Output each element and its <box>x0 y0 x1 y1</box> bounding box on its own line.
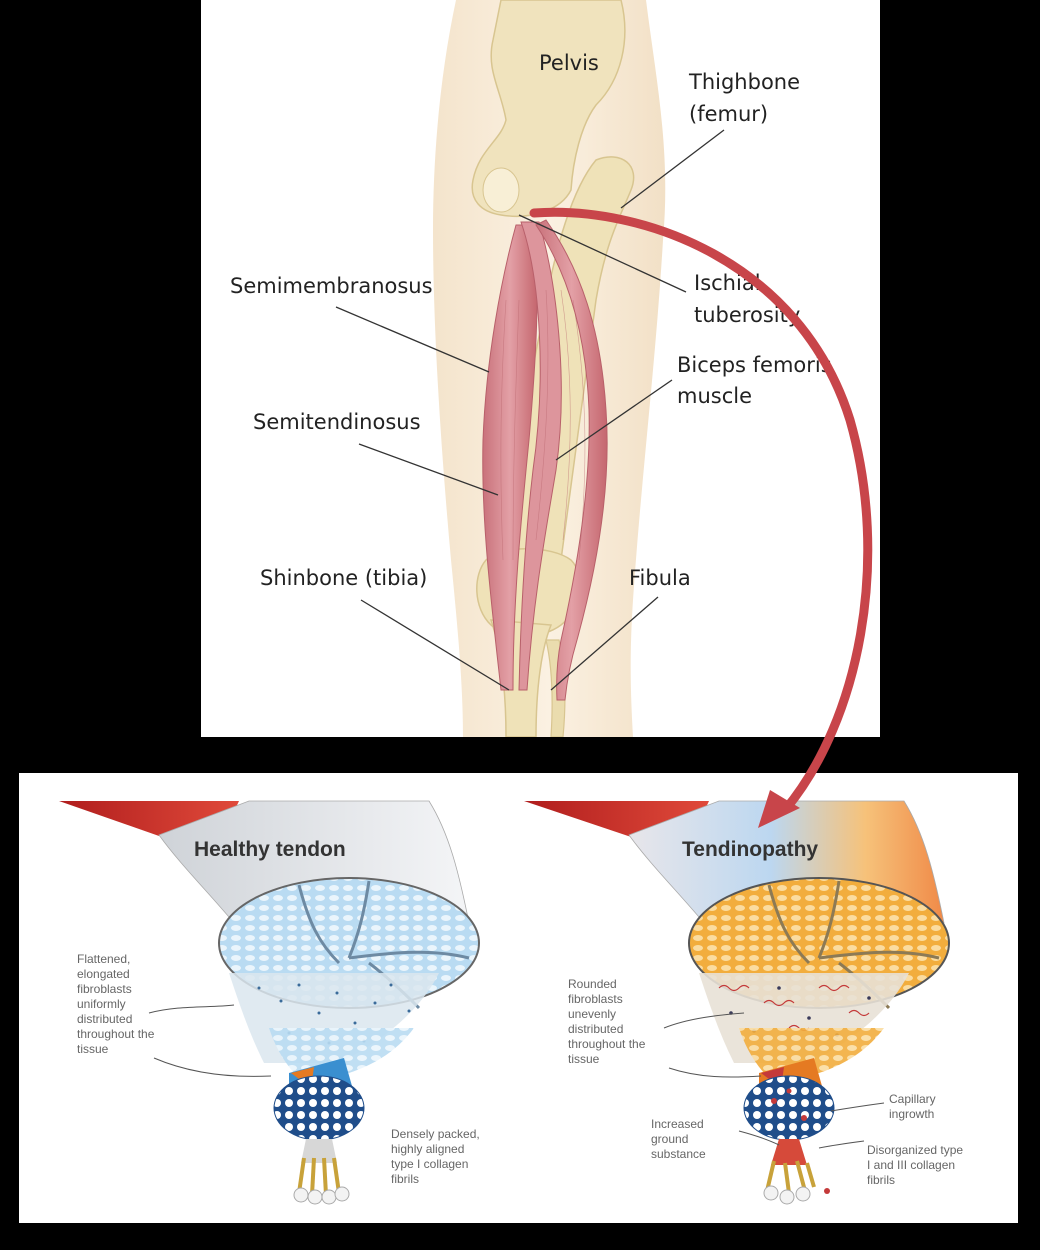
svg-text:fibrils: fibrils <box>391 1172 419 1186</box>
label-pelvis: Pelvis <box>539 51 599 75</box>
svg-text:Capillary: Capillary <box>889 1092 936 1106</box>
label-ischial-1: Ischial <box>694 271 761 295</box>
svg-text:fibrils: fibrils <box>867 1173 895 1187</box>
svg-text:throughout the: throughout the <box>77 1027 155 1041</box>
tendinopathy-title: Tendinopathy <box>682 838 818 861</box>
label-thighbone-2: (femur) <box>689 102 768 126</box>
tendon-illustration: Healthy tendon Tendinopathy Flattened, e… <box>59 800 963 1205</box>
svg-text:tissue: tissue <box>77 1042 109 1056</box>
svg-text:elongated: elongated <box>77 967 130 981</box>
svg-text:type I collagen: type I collagen <box>391 1157 468 1171</box>
svg-text:uniformly: uniformly <box>77 997 126 1011</box>
svg-text:highly aligned: highly aligned <box>391 1142 464 1156</box>
svg-text:Rounded: Rounded <box>568 977 617 991</box>
healthy-tendon-figure <box>59 800 480 1205</box>
label-shinbone: Shinbone (tibia) <box>260 566 427 590</box>
hamstring-anatomy-panel: Pelvis Thighbone (femur) Semimembranosus… <box>201 0 880 737</box>
svg-text:distributed: distributed <box>77 1012 132 1026</box>
label-semitendinosus: Semitendinosus <box>253 410 421 434</box>
svg-text:distributed: distributed <box>568 1022 623 1036</box>
ground-substance-note: Increased ground substance <box>651 1117 706 1161</box>
svg-text:ground: ground <box>651 1132 688 1146</box>
label-biceps-1: Biceps femoris <box>677 353 832 377</box>
svg-text:fibroblasts: fibroblasts <box>77 982 132 996</box>
capillary-note: Capillary ingrowth <box>889 1092 936 1121</box>
label-semimembranosus: Semimembranosus <box>230 274 433 298</box>
tendinopathy-fibroblast-note: Rounded fibroblasts unevenly distributed… <box>568 977 646 1066</box>
label-fibula: Fibula <box>629 566 691 590</box>
svg-text:Flattened,: Flattened, <box>77 952 130 966</box>
svg-text:throughout the: throughout the <box>568 1037 646 1051</box>
svg-text:substance: substance <box>651 1147 706 1161</box>
svg-text:ingrowth: ingrowth <box>889 1107 934 1121</box>
svg-text:Densely packed,: Densely packed, <box>391 1127 480 1141</box>
svg-text:I and III collagen: I and III collagen <box>867 1158 955 1172</box>
svg-text:unevenly: unevenly <box>568 1007 616 1021</box>
tendon-comparison-panel: Healthy tendon Tendinopathy Flattened, e… <box>19 773 1018 1223</box>
pelvis-bone <box>471 0 626 217</box>
obturator-foramen <box>482 167 520 213</box>
tendinopathy-figure <box>524 800 950 1205</box>
svg-text:Disorganized type: Disorganized type <box>867 1143 963 1157</box>
svg-text:fibroblasts: fibroblasts <box>568 992 623 1006</box>
label-biceps-2: muscle <box>677 384 752 408</box>
healthy-collagen-note: Densely packed, highly aligned type I co… <box>391 1127 480 1186</box>
hamstring-illustration: Pelvis Thighbone (femur) Semimembranosus… <box>230 0 832 737</box>
healthy-fibroblast-note: Flattened, elongated fibroblasts uniform… <box>77 952 155 1056</box>
disorganized-collagen-note: Disorganized type I and III collagen fib… <box>867 1143 963 1187</box>
svg-text:Increased: Increased <box>651 1117 704 1131</box>
healthy-tendon-title: Healthy tendon <box>194 838 346 861</box>
label-ischial-2: tuberosity <box>694 303 800 327</box>
svg-text:tissue: tissue <box>568 1052 600 1066</box>
label-thighbone-1: Thighbone <box>688 70 800 94</box>
